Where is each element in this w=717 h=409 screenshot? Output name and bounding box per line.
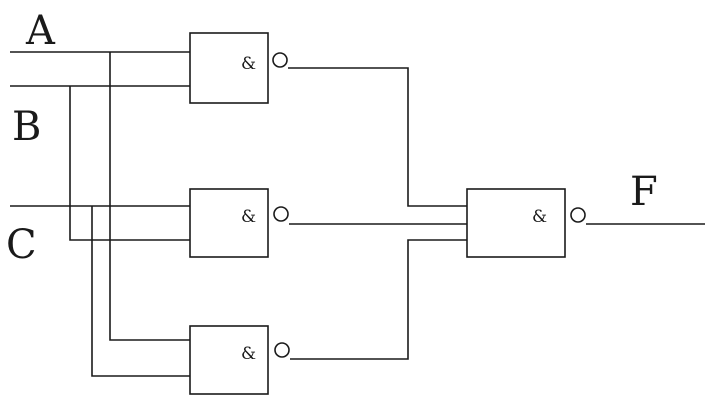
gate-4-inversion-bubble	[570, 207, 586, 223]
gate-3-inversion-bubble	[274, 342, 290, 358]
gate-2-and-symbol: &	[241, 207, 256, 227]
wire-gate3-output	[290, 239, 467, 360]
input-label-a: A	[25, 8, 56, 54]
nand-gate-1	[189, 32, 269, 104]
input-label-c: C	[6, 222, 37, 268]
nand-gate-2	[189, 188, 269, 258]
output-label-f: F	[630, 169, 658, 215]
wire-c-branch	[91, 206, 190, 377]
nand-gate-3	[189, 325, 269, 395]
gate-3-and-symbol: &	[241, 344, 256, 364]
gate-1-and-symbol: &	[241, 54, 256, 74]
wire-gate1-output	[288, 67, 467, 207]
gate-1-inversion-bubble	[272, 52, 288, 68]
wire-a-branch	[109, 52, 190, 341]
nand-gate-4	[466, 188, 566, 258]
gate-2-inversion-bubble	[273, 206, 289, 222]
gate-4-and-symbol: &	[532, 207, 547, 227]
input-label-b: B	[12, 104, 41, 150]
wire-b-branch	[69, 86, 190, 241]
